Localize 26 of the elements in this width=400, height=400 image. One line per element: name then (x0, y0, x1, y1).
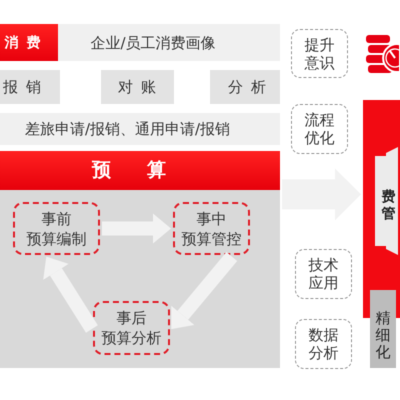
dashed-box: 数据分析 (295, 319, 352, 369)
dashed-box: 技术应用 (295, 249, 352, 299)
dashed-box: 提升意识 (291, 29, 348, 78)
panel-header: 预算 (0, 151, 280, 190)
info-bar: 差旅申请/报销、通用申请/报销 (0, 113, 280, 145)
dashed-box (13, 202, 100, 255)
stage-label: 预算分析 (102, 328, 162, 348)
info-bar: 企业/员工消费画像 (58, 24, 280, 61)
stage-label: 事中 (196, 208, 226, 228)
block-arrow (102, 214, 171, 244)
double-arrow: 费管 (375, 147, 398, 255)
item-box: 对账 (101, 70, 174, 104)
item-box: 分析 (210, 70, 280, 104)
dashed-box (173, 202, 250, 255)
vertical-tag: 精细化 (370, 290, 396, 368)
stage-label: 预算管控 (182, 228, 242, 248)
dashed-box (93, 301, 170, 355)
stage-label: 事前 (42, 208, 72, 228)
header-tag: 消费 (0, 24, 58, 61)
stage-label: 事后 (116, 308, 146, 328)
stage-label: 预算编制 (26, 228, 86, 248)
panel (0, 151, 280, 368)
dashed-box: 流程优化 (291, 104, 348, 154)
block-arrow (43, 256, 98, 333)
block-arrow (171, 252, 238, 330)
item-box: 报销 (0, 70, 60, 104)
